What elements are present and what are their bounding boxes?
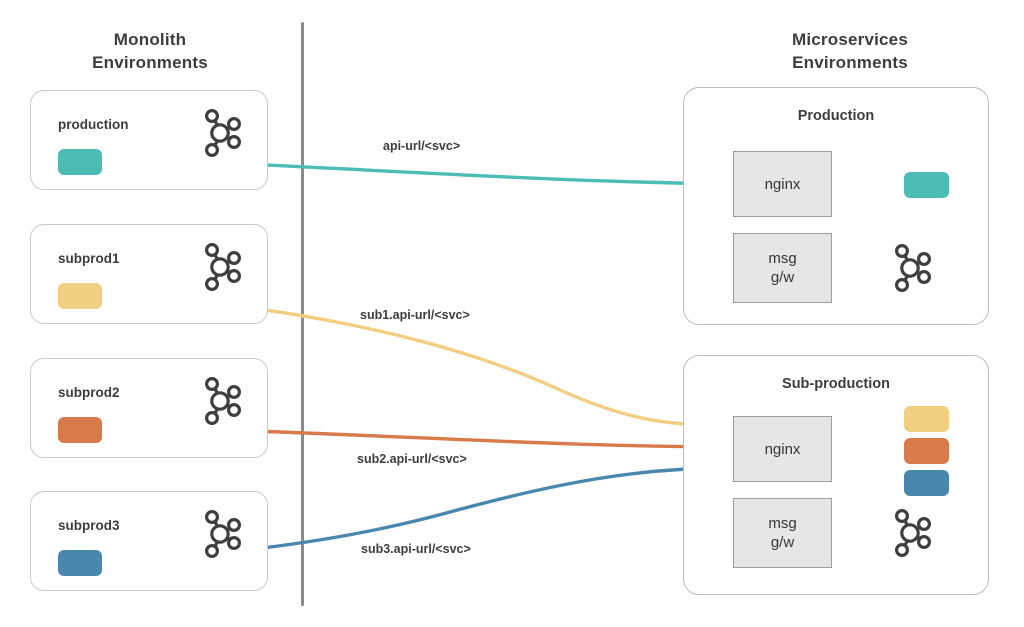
output-chip-subprod1[interactable] [904,406,949,432]
ms-panel-sub-production[interactable]: Sub-production nginx msg g/w [683,355,989,595]
column-divider [301,22,304,606]
ms-box-msgw-production[interactable]: msg g/w [733,233,832,303]
env-label-subprod3: subprod3 [58,518,120,533]
ms-box-nginx-production[interactable]: nginx [733,151,832,217]
env-card-production[interactable]: production [30,90,268,190]
env-chip-subprod2[interactable] [58,417,102,443]
ms-box-nginx-sub-production[interactable]: nginx [733,416,832,482]
monolith-title-line1: Monolith [113,30,187,49]
link-label-subprod3: sub3.api-url/<svc> [361,542,471,556]
msgw-line2-sub-production: g/w [770,534,795,551]
monolith-column-title: Monolith Environments [40,28,260,74]
kafka-icon [199,242,243,291]
msgw-line1-sub-production: msg [768,515,797,532]
link-label-subprod1: sub1.api-url/<svc> [360,308,470,322]
ms-panel-title-sub-production: Sub-production [782,376,890,392]
kafka-icon [199,376,243,425]
env-chip-subprod1[interactable] [58,283,102,309]
kafka-icon [199,108,243,157]
env-label-production: production [58,117,129,132]
env-card-subprod3[interactable]: subprod3 [30,491,268,591]
monolith-title-line2: Environments [92,53,208,72]
env-label-subprod2: subprod2 [58,385,120,400]
link-label-production: api-url/<svc> [383,139,461,153]
output-chip-production[interactable] [904,172,949,198]
output-chip-subprod3[interactable] [904,470,949,496]
ms-panel-production[interactable]: Production nginx msg g/w [683,87,989,325]
ms-box-msgw-sub-production[interactable]: msg g/w [733,498,832,568]
env-card-subprod1[interactable]: subprod1 [30,224,268,324]
microservices-title-line2: Environments [792,53,908,72]
link-label-subprod2: sub2.api-url/<svc> [357,452,467,466]
kafka-icon [199,509,243,558]
msgw-line1-production: msg [768,250,797,267]
microservices-column-title: Microservices Environments [680,28,1020,74]
microservices-title-line1: Microservices [791,30,908,49]
kafka-icon [889,508,933,558]
env-card-subprod2[interactable]: subprod2 [30,358,268,458]
env-chip-production[interactable] [58,149,102,175]
output-chip-subprod2[interactable] [904,438,949,464]
msgw-line2-production: g/w [770,269,795,286]
env-chip-subprod3[interactable] [58,550,102,576]
kafka-icon [889,243,933,293]
env-label-subprod1: subprod1 [58,251,120,266]
ms-panel-title-production: Production [797,108,875,124]
